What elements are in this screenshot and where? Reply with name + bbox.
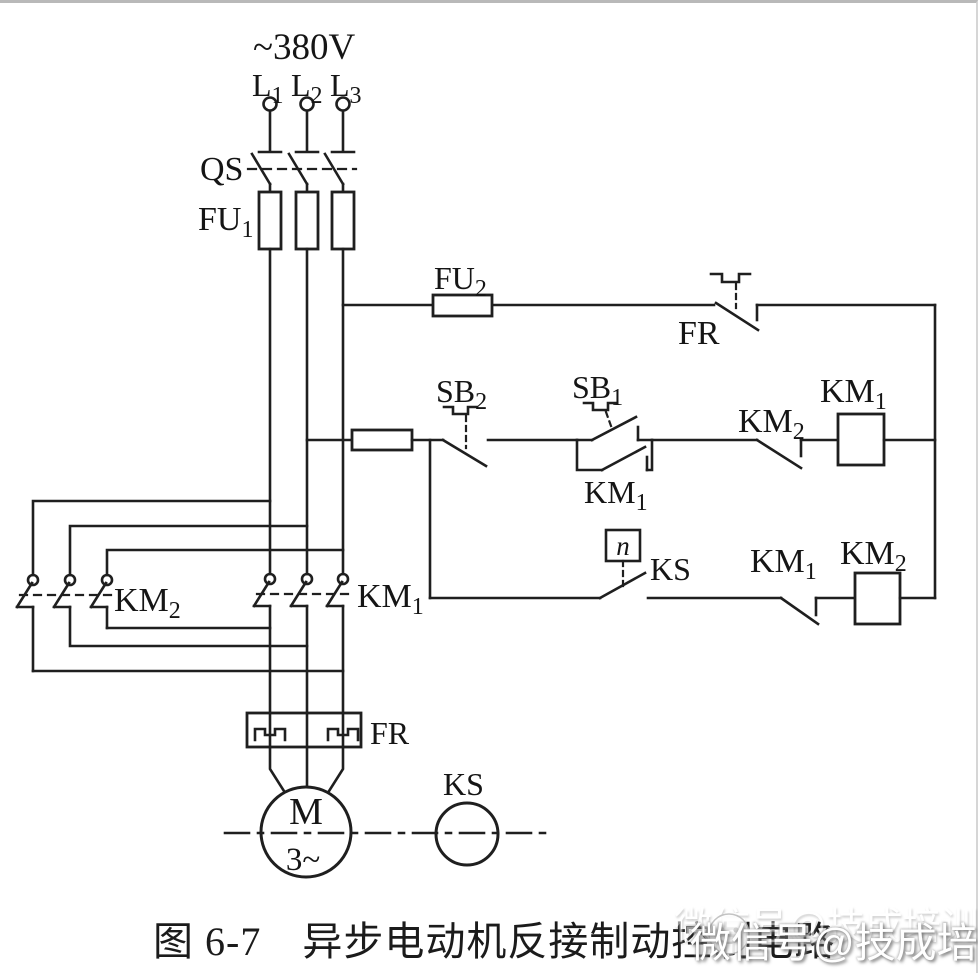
ks-device-label: KS: [443, 766, 484, 802]
qs-label: QS: [200, 151, 243, 188]
km1-interlock-label: KM1: [750, 543, 817, 585]
fu1-label: FU1: [198, 201, 253, 243]
km1-main-label: KM1: [357, 578, 424, 620]
ks-contact-label: KS: [650, 551, 691, 587]
fr-heater-1-icon: [253, 727, 287, 742]
km2-branch-wiring: [31, 499, 345, 673]
km1-coil: [836, 412, 886, 467]
sb2-label: SB2: [436, 373, 487, 415]
ks-speed-contact: [598, 528, 647, 600]
fr-heater-2-icon: [326, 727, 360, 742]
phase-l2-label: L2: [291, 67, 323, 109]
control-line-top: [341, 272, 937, 600]
supply-voltage-label: ~380V: [253, 27, 356, 68]
km1-aux-contact: [575, 438, 654, 472]
circuit-diagram: ~380V L1 L2 L3 QS FU1 FU2 FR SB2 SB1 KM1…: [15, 27, 937, 879]
phase-l3-label: L3: [330, 67, 362, 109]
fu1-fuses: [257, 190, 356, 251]
sb1-label: SB1: [572, 369, 623, 411]
km2-main-label: KM2: [114, 582, 181, 624]
km2-interlock-contact: [755, 438, 803, 470]
supply-terminals: [262, 96, 351, 152]
fu2b-fuse: [350, 428, 414, 452]
sb1-start-button: [575, 401, 654, 442]
speed-box: [604, 528, 642, 563]
fr-element-label: FR: [370, 715, 410, 751]
labels: ~380V L1 L2 L3 QS FU1 FU2 FR SB2 SB1 KM1…: [114, 27, 907, 878]
km1-aux-label: KM1: [584, 474, 648, 516]
fr-overload-relay: [245, 711, 363, 749]
sb2-stop-button: [441, 405, 488, 468]
control-row-start: [305, 401, 937, 600]
km1-coil-label: KM1: [820, 373, 887, 415]
km2-main-contacts: [15, 573, 116, 609]
fr-contact-label: FR: [678, 315, 720, 352]
motor-phase-label: 3~: [286, 842, 320, 878]
fu2-label: FU2: [434, 260, 487, 302]
km1-interlock-contact: [779, 596, 820, 626]
phase-l1-label: L1: [252, 67, 284, 109]
km2-coil: [853, 571, 902, 626]
motor-letter-label: M: [289, 791, 323, 833]
motor-leads: [268, 745, 345, 801]
figure-caption: 图 6-7 异步电动机反接制动控制电路: [153, 919, 836, 964]
braking-branch: [428, 528, 937, 626]
km2-coil-label: KM2: [840, 535, 907, 577]
fr-nc-contact: [709, 272, 760, 332]
speed-box-label: n: [616, 531, 630, 561]
km2-interlock-label: KM2: [738, 403, 805, 445]
fu2-fuse: [431, 293, 494, 318]
km1-main-contacts: [252, 572, 354, 749]
phase-lines: [268, 247, 345, 576]
qs-switch: [246, 150, 358, 194]
